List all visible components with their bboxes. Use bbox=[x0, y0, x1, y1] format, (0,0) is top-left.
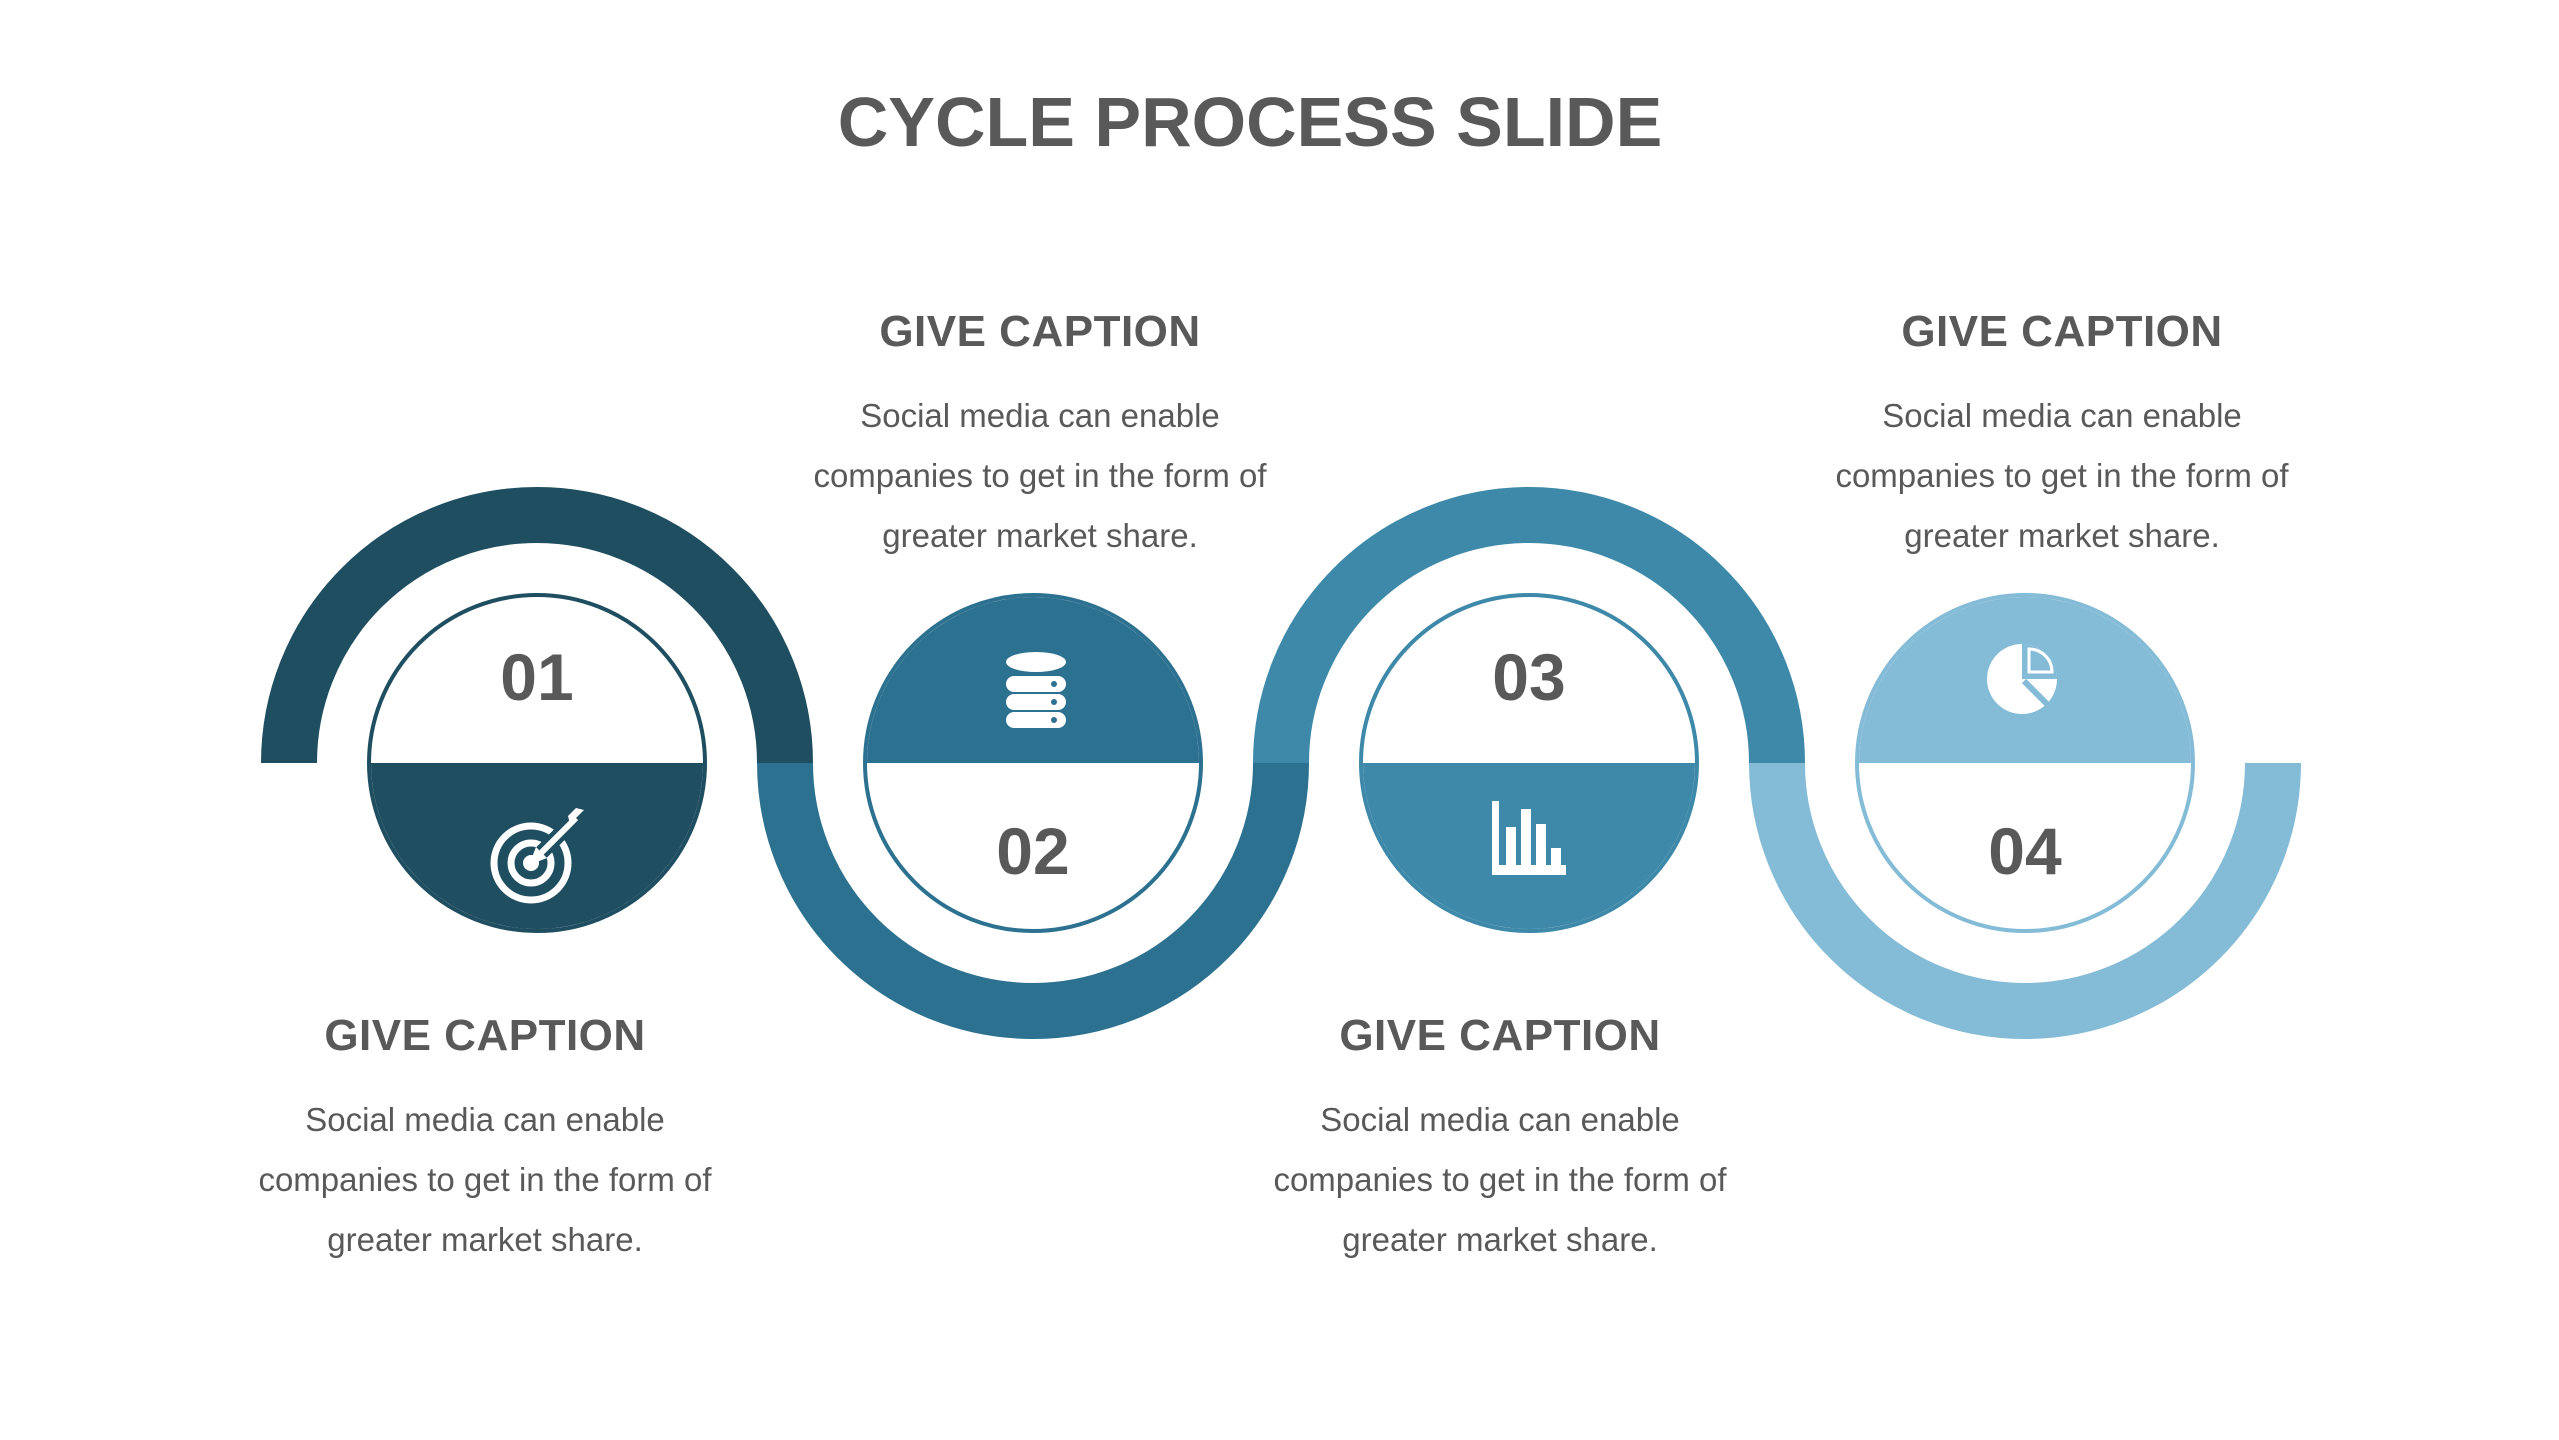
caption-line: Social media can enable bbox=[1320, 1101, 1680, 1138]
caption-line: greater market share. bbox=[1904, 517, 2220, 554]
caption-step-2: GIVE CAPTION Social media can enable com… bbox=[690, 308, 1390, 566]
target-icon bbox=[490, 807, 587, 904]
caption-line: companies to get in the form of bbox=[813, 457, 1267, 494]
caption-line: companies to get in the form of bbox=[1273, 1161, 1727, 1198]
caption-line: Social media can enable bbox=[305, 1101, 665, 1138]
caption-heading: GIVE CAPTION bbox=[879, 307, 1201, 356]
pie-chart-icon bbox=[1987, 644, 2057, 714]
step-number-4: 04 bbox=[1988, 814, 2062, 888]
caption-line: companies to get in the form of bbox=[1835, 457, 2289, 494]
database-icon bbox=[1006, 652, 1066, 728]
page-title: CYCLE PROCESS SLIDE bbox=[837, 83, 1663, 161]
caption-line: Social media can enable bbox=[860, 397, 1220, 434]
step-number-3: 03 bbox=[1492, 640, 1566, 714]
caption-step-1: GIVE CAPTION Social media can enable com… bbox=[135, 1012, 835, 1270]
step-circle-1: 01 bbox=[367, 593, 707, 933]
step-circle-4: 04 bbox=[1855, 593, 2195, 933]
caption-line: greater market share. bbox=[882, 517, 1198, 554]
step-number-2: 02 bbox=[996, 814, 1070, 888]
caption-heading: GIVE CAPTION bbox=[1901, 307, 2223, 356]
caption-heading: GIVE CAPTION bbox=[324, 1011, 646, 1060]
caption-line: greater market share. bbox=[327, 1221, 643, 1258]
caption-step-4: GIVE CAPTION Social media can enable com… bbox=[1712, 308, 2412, 566]
caption-line: companies to get in the form of bbox=[258, 1161, 712, 1198]
step-number-1: 01 bbox=[500, 640, 574, 714]
step-circle-2: 02 bbox=[863, 593, 1203, 933]
step-circle-3: 03 bbox=[1359, 593, 1699, 933]
caption-heading: GIVE CAPTION bbox=[1339, 1011, 1661, 1060]
bar-chart-icon bbox=[1492, 801, 1566, 875]
caption-line: greater market share. bbox=[1342, 1221, 1658, 1258]
caption-step-3: GIVE CAPTION Social media can enable com… bbox=[1150, 1012, 1850, 1270]
caption-line: Social media can enable bbox=[1882, 397, 2242, 434]
